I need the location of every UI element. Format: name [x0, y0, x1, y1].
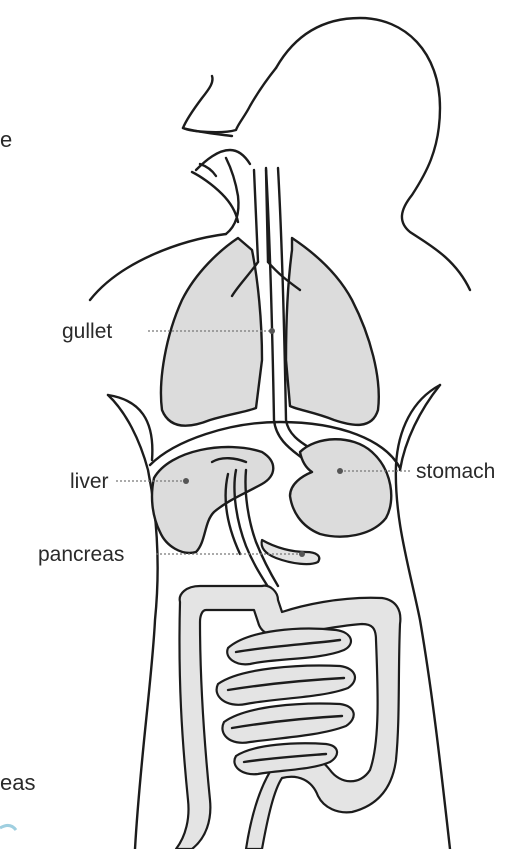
gullet-dot	[269, 328, 275, 334]
label-stomach: stomach	[416, 460, 495, 483]
left-lung	[161, 238, 262, 426]
mouth-passage	[192, 150, 250, 222]
label-liver: liver	[70, 470, 109, 493]
liver-dot	[183, 478, 189, 484]
label-pancreas: pancreas	[38, 543, 124, 566]
label-gullet: gullet	[62, 320, 112, 343]
small-intestine	[217, 629, 355, 775]
right-lung	[286, 238, 379, 425]
pancreas-dot	[299, 551, 305, 557]
cropped-mark-bottom	[0, 825, 16, 830]
cropped-letter-top: e	[0, 127, 12, 152]
stomach-dot	[337, 468, 343, 474]
cropped-fragment-bottom: eas	[0, 770, 35, 795]
stomach	[290, 439, 391, 536]
